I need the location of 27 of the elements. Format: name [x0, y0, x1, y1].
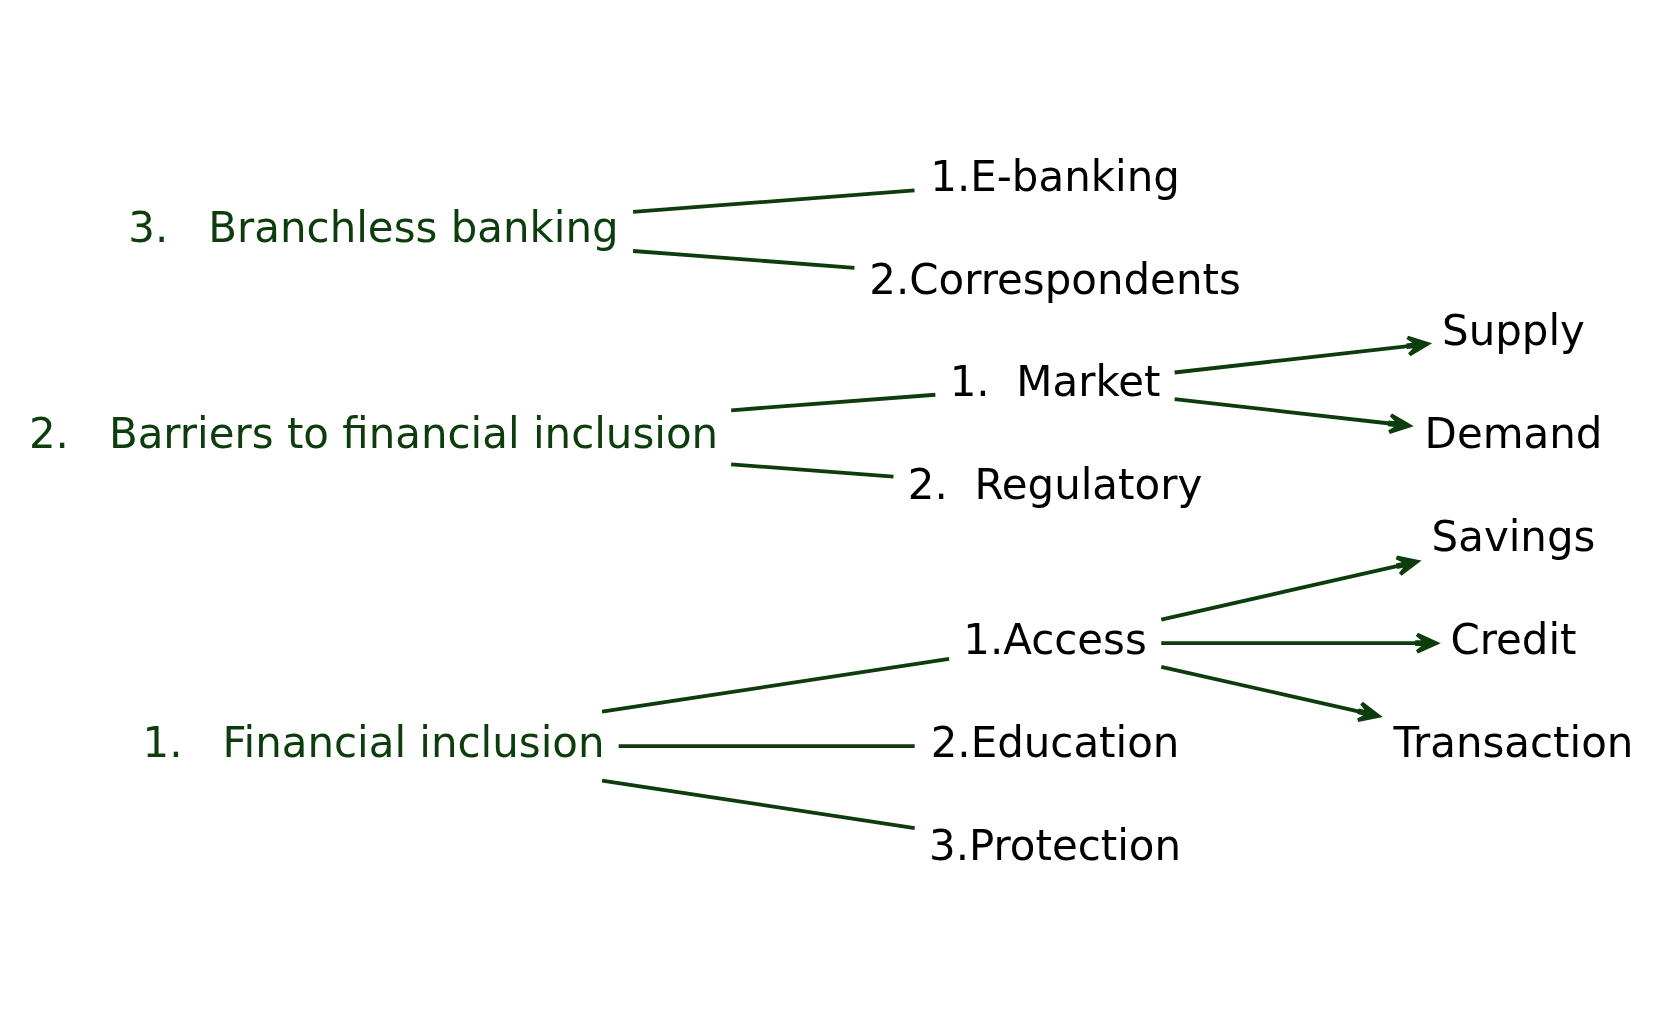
node-text: 2. Barriers to financial inclusion: [28, 408, 719, 458]
connector: [632, 249, 855, 270]
node-text: Savings: [1431, 511, 1596, 561]
node-text: 1.Access: [963, 614, 1147, 664]
connector: [731, 462, 894, 479]
connector: [601, 657, 950, 714]
node-text: 1.E-banking: [930, 151, 1180, 201]
node-text: 2.Education: [930, 717, 1180, 767]
arrow: [1160, 664, 1381, 723]
node-text: 3. Branchless banking: [128, 203, 619, 253]
node-text: Demand: [1424, 408, 1603, 458]
connector: [731, 392, 936, 413]
node-text: Supply: [1442, 306, 1585, 356]
node-text: 3.Protection: [928, 820, 1182, 870]
arrow: [1174, 335, 1430, 375]
node-text: Credit: [1450, 614, 1577, 664]
node-text: Transaction: [1393, 717, 1634, 767]
connector: [618, 744, 915, 749]
node-text: 2.Correspondents: [869, 254, 1241, 304]
arrow: [1161, 632, 1439, 654]
connector: [632, 188, 915, 214]
arrow: [1174, 397, 1411, 434]
node-text: 2. Regulatory: [907, 460, 1203, 510]
arrow: [1160, 555, 1419, 622]
connector: [601, 778, 915, 830]
node-text: 1. Market: [949, 357, 1161, 407]
node-text: 1. Financial inclusion: [142, 717, 605, 767]
